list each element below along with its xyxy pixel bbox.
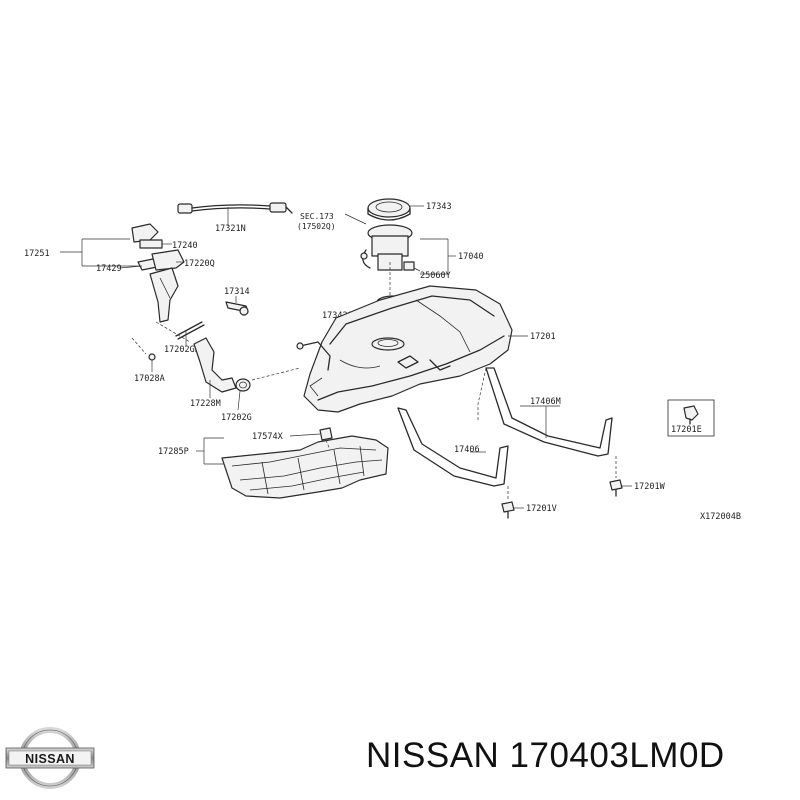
part-17028A-grommet xyxy=(131,337,156,372)
diagram-ref-code: X172004B xyxy=(700,512,741,522)
label-17342Q: 17342Q xyxy=(322,311,353,321)
part-17574X-clip xyxy=(289,427,333,451)
part-17314-hose xyxy=(225,296,249,316)
label-17040: 17040 xyxy=(458,252,484,262)
label-17201: 17201 xyxy=(530,332,556,342)
label-17201W: 17201W xyxy=(634,482,666,492)
label-17321N: 17321N xyxy=(215,224,246,234)
part-17202G-clamp xyxy=(235,378,251,411)
nissan-logo: NISSAN xyxy=(5,727,95,789)
label-17429: 17429 xyxy=(96,264,122,274)
part-17228M-hose xyxy=(193,337,237,398)
part-17201-fuel-tank xyxy=(296,285,528,413)
label-17240: 17240 xyxy=(172,241,198,251)
label-17343: 17343 xyxy=(426,202,452,212)
label-sec-173: SEC.173 xyxy=(300,212,334,221)
label-17028A: 17028A xyxy=(134,374,165,384)
label-17220Q: 17220Q xyxy=(184,259,215,269)
part-17040-fuel-pump xyxy=(360,224,421,272)
label-17314: 17314 xyxy=(224,287,250,297)
label-17202G: 17202G xyxy=(221,413,252,423)
part-17201E-clip-box xyxy=(667,399,715,437)
part-17285P-heat-shield xyxy=(221,435,389,499)
part-17202GB-clip xyxy=(175,321,205,346)
part-17321N-hose xyxy=(177,202,293,226)
part-17201W-bolt xyxy=(609,456,632,497)
label-17201V: 17201V xyxy=(526,504,557,514)
label-17202GB: 17202GB xyxy=(164,345,200,355)
part-17406-strap xyxy=(397,407,509,487)
part-number-title: NISSAN 170403LM0D xyxy=(366,736,725,775)
part-17251-filler-tube xyxy=(131,223,185,323)
label-17201E: 17201E xyxy=(671,425,702,435)
label-17406M: 17406M xyxy=(530,397,561,407)
part-17343-lock-ring xyxy=(367,198,424,221)
label-17406: 17406 xyxy=(454,445,480,455)
label-17228M: 17228M xyxy=(190,399,221,409)
nissan-logo-text: NISSAN xyxy=(25,752,75,766)
label-17285P: 17285P xyxy=(158,447,189,457)
label-25060Y: 25060Y xyxy=(420,271,451,281)
label-17574X: 17574X xyxy=(252,432,284,442)
part-17406M-strap xyxy=(477,367,613,457)
label-17251: 17251 xyxy=(24,249,50,259)
label-sec-17502Q: (17502Q) xyxy=(297,222,336,231)
part-17201V-bolt xyxy=(501,486,524,519)
